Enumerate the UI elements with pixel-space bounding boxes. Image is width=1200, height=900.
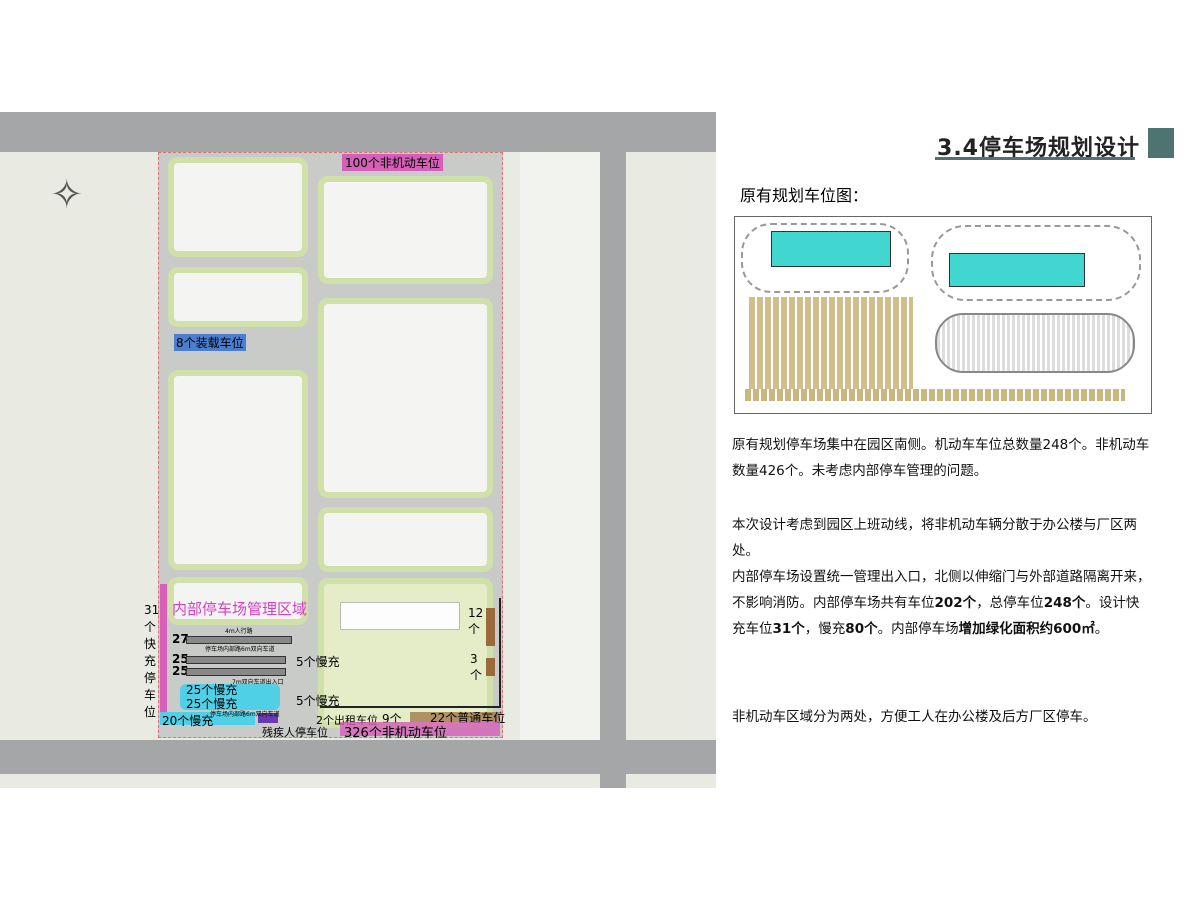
- p3-text: 。内部停车场: [877, 621, 959, 637]
- road1-label: 停车场内部路6m双向车道: [205, 646, 275, 653]
- paragraph-2: 本次设计考虑到园区上班动线，将非机动车辆分散于办公楼与厂区两处。: [732, 517, 1137, 559]
- slow-20: 20个慢充: [162, 714, 214, 728]
- paragraph-3: 内部停车场设置统一管理出入口，北侧以伸缩门与外部道路隔离开来，不影响消防。内部停…: [732, 564, 1152, 642]
- site-plan-map: ✧ 100个非机动车位 8个装载车位 内部停车场管理区域 31个快充停车位 4m…: [0, 112, 716, 788]
- p3-bold: 80个: [845, 621, 878, 637]
- nonmotor-top-label: 100个非机动车位: [342, 154, 443, 171]
- p3-text: ，慢充: [804, 621, 846, 637]
- page-title: 3.4停车场规划设计: [937, 136, 1140, 161]
- paragraph-1: 原有规划停车场集中在园区南侧。机动车车位总数量248个。非机动车数量426个。未…: [732, 437, 1150, 479]
- row-27: 27: [172, 632, 189, 646]
- disabled-parking: [258, 713, 278, 723]
- slow-5b: 5个慢充: [296, 694, 340, 708]
- paragraph-4: 非机动车区域分为两处，方便工人在办公楼及后方厂区停车。: [732, 709, 1097, 725]
- fast-charge-label: 31个快充停车位: [144, 603, 160, 719]
- p3-bold: 248个: [1043, 595, 1086, 611]
- row-25a: 25: [172, 652, 189, 666]
- sidewalk-label: 4m人行路: [225, 628, 253, 635]
- p3-text: 。设计快充车位: [732, 595, 1140, 637]
- slow-25a: 25个慢充: [186, 683, 238, 697]
- regular-label: 22个普通车位: [430, 711, 506, 725]
- north-arrow-icon: ✧: [50, 172, 84, 218]
- road-east: [600, 112, 626, 788]
- road3-label: 停车场内部路6m双向车道: [210, 711, 280, 718]
- road2-label: 7m双向车道出入口: [232, 679, 284, 686]
- zone-label: 内部停车场管理区域: [172, 600, 308, 618]
- nonmotor-bottom-label: 326个非机动车位: [344, 726, 447, 741]
- p3-text: 内部停车场设置统一管理出入口，北侧以伸缩门与外部道路隔离开来，不影响消防。内部停…: [732, 569, 1151, 611]
- three-label: 3个: [470, 652, 483, 682]
- loading-label: 8个装载车位: [174, 334, 246, 351]
- p3-text: ，总停车位: [976, 595, 1044, 611]
- p3-text: 。: [1094, 621, 1109, 637]
- p3-bold: 202个: [934, 595, 977, 611]
- slow-5a: 5个慢充: [296, 655, 340, 669]
- twelve-label: 12个: [468, 606, 484, 636]
- road-north: [0, 112, 716, 152]
- title-underline: [935, 157, 1135, 160]
- slow-25b: 25个慢充: [186, 697, 238, 711]
- title-accent-block: [1148, 128, 1174, 158]
- original-parking-plan-image: [734, 216, 1152, 414]
- subtitle: 原有规划车位图：: [740, 186, 869, 205]
- p3-bold: 增加绿化面积约600㎡: [958, 621, 1095, 637]
- row-25b: 25: [172, 664, 189, 678]
- road-south: [0, 740, 716, 774]
- p3-bold: 31个: [772, 621, 805, 637]
- disabled-label: 残疾人停车位: [262, 726, 328, 739]
